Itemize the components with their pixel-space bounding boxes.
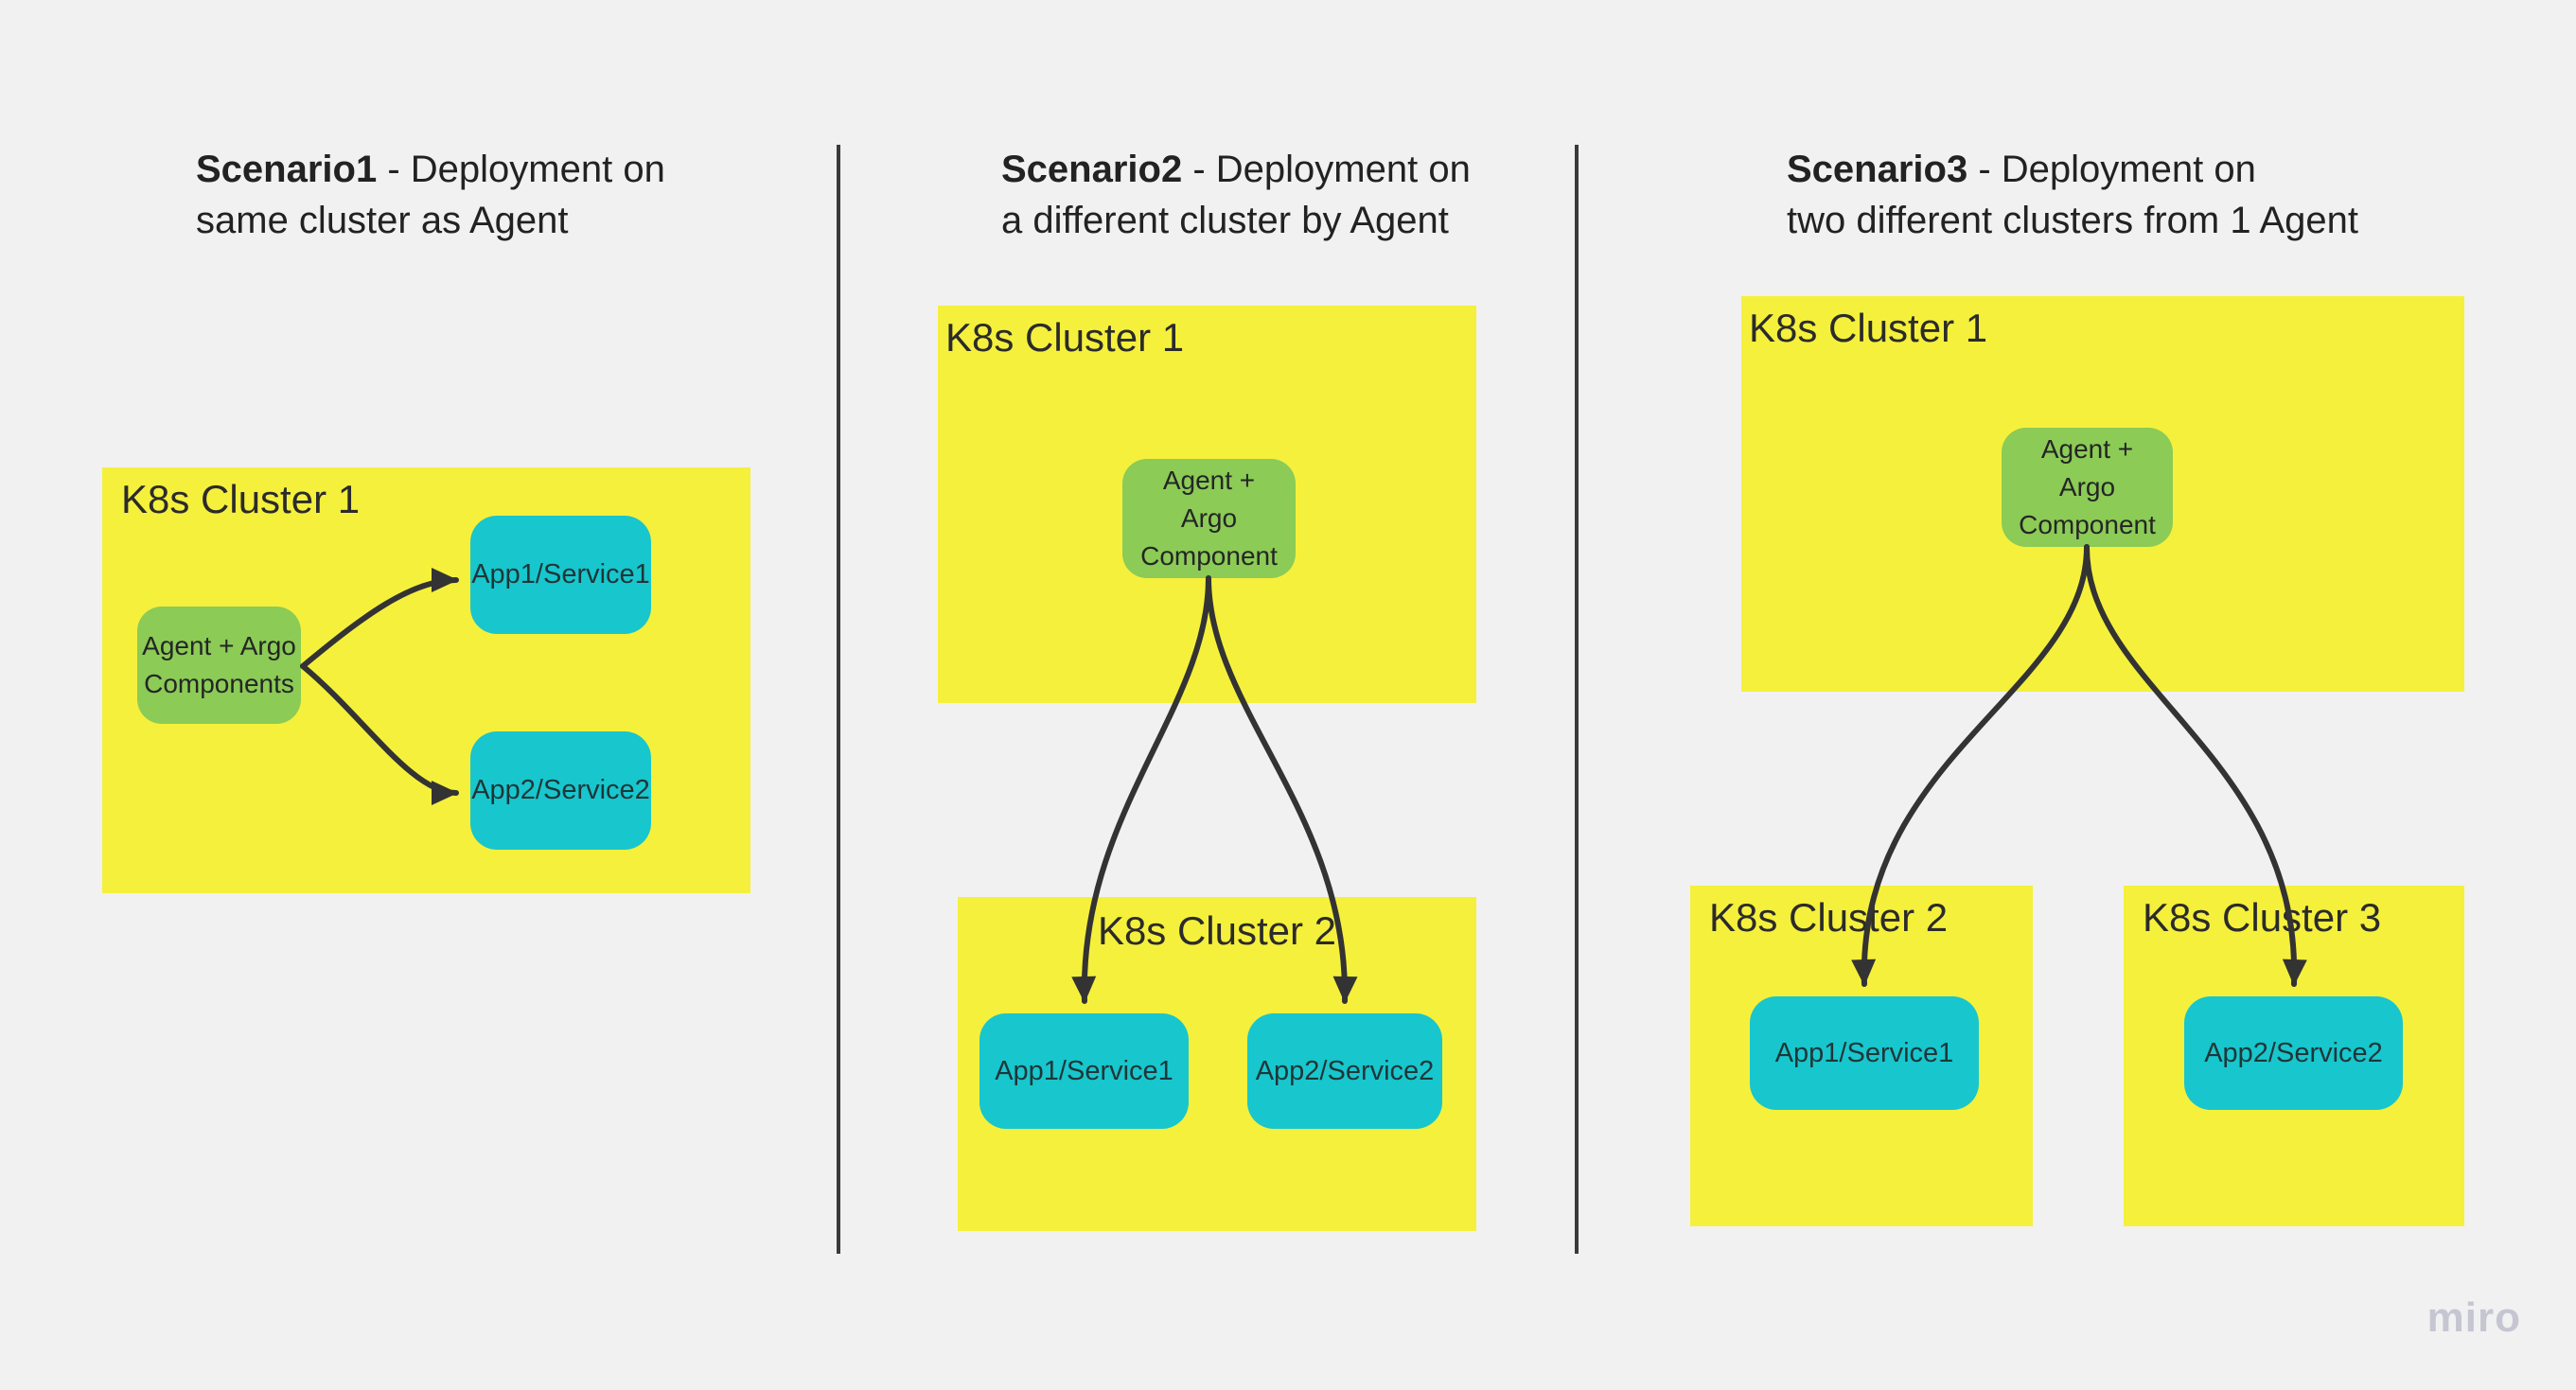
s3-app2-box[interactable]: App2/Service2: [2184, 996, 2403, 1110]
scenario3-title-line2: two different clusters from 1 Agent: [1787, 200, 2359, 241]
scenario2-title[interactable]: Scenario2 - Deployment on a different cl…: [1001, 144, 1471, 246]
scenario1-title-rest: - Deployment on: [377, 149, 665, 190]
s1-agent-line1: Agent + Argo: [142, 631, 296, 660]
scenario1-title-line2: same cluster as Agent: [196, 200, 569, 241]
s2-cluster2-label: K8s Cluster 2: [1097, 908, 1337, 953]
s3-cluster3-label: K8s Cluster 3: [2143, 895, 2382, 940]
s3-cluster2-label: K8s Cluster 2: [1709, 895, 1949, 940]
s1-app2-label: App2/Service2: [471, 775, 650, 805]
s1-cluster1-label: K8s Cluster 1: [121, 477, 361, 521]
column-divider-1[interactable]: [837, 145, 840, 1254]
scenario2-title-line2: a different cluster by Agent: [1001, 200, 1449, 241]
s1-app1-box[interactable]: App1/Service1: [470, 516, 651, 634]
s1-agent-box[interactable]: Agent + Argo Components: [137, 607, 301, 724]
s3-agent-line1: Agent +: [2040, 434, 2134, 464]
s3-agent-box[interactable]: Agent + Argo Component: [2002, 428, 2173, 547]
s2-agent-line1: Agent +: [1162, 466, 1256, 495]
s3-app2-label: App2/Service2: [2204, 1037, 2383, 1068]
scenario2-title-line1: Scenario2 - Deployment on: [1001, 144, 1471, 195]
s2-app2-box[interactable]: App2/Service2: [1247, 1013, 1442, 1129]
s3-cluster1-label: K8s Cluster 1: [1749, 306, 1988, 350]
miro-watermark-logo: miro: [2426, 1294, 2521, 1341]
s3-agent-line3: Component: [2019, 510, 2156, 539]
scenario1-title[interactable]: Scenario1 - Deployment on same cluster a…: [196, 144, 665, 246]
scenario2-title-rest: - Deployment on: [1182, 149, 1471, 190]
scenario1-title-line1: Scenario1 - Deployment on: [196, 144, 665, 195]
scenario3-title-line1: Scenario3 - Deployment on: [1787, 144, 2358, 195]
scenario3-title[interactable]: Scenario3 - Deployment on two different …: [1787, 144, 2358, 246]
scenario3-title-bold: Scenario3: [1787, 149, 1968, 190]
s2-agent-box[interactable]: Agent + Argo Component: [1122, 459, 1296, 578]
s2-agent-line3: Component: [1140, 541, 1278, 571]
s2-cluster1-label: K8s Cluster 1: [945, 315, 1185, 360]
s3-app1-label: App1/Service1: [1774, 1037, 1954, 1068]
s1-agent-line2: Components: [144, 669, 294, 698]
s3-agent-line2: Argo: [2058, 472, 2116, 501]
s1-app2-box[interactable]: App2/Service2: [470, 731, 651, 850]
s2-app1-label: App1/Service1: [995, 1055, 1173, 1086]
scenario2-title-bold: Scenario2: [1001, 149, 1183, 190]
s1-app1-label: App1/Service1: [471, 559, 650, 589]
s2-app2-label: App2/Service2: [1255, 1055, 1435, 1086]
s3-app1-box[interactable]: App1/Service1: [1750, 996, 1979, 1110]
s2-app1-box[interactable]: App1/Service1: [979, 1013, 1189, 1129]
scenario1-title-bold: Scenario1: [196, 149, 378, 190]
scenario3-title-rest: - Deployment on: [1967, 149, 2256, 190]
column-divider-2[interactable]: [1575, 145, 1579, 1254]
s2-agent-line2: Argo: [1180, 503, 1238, 533]
